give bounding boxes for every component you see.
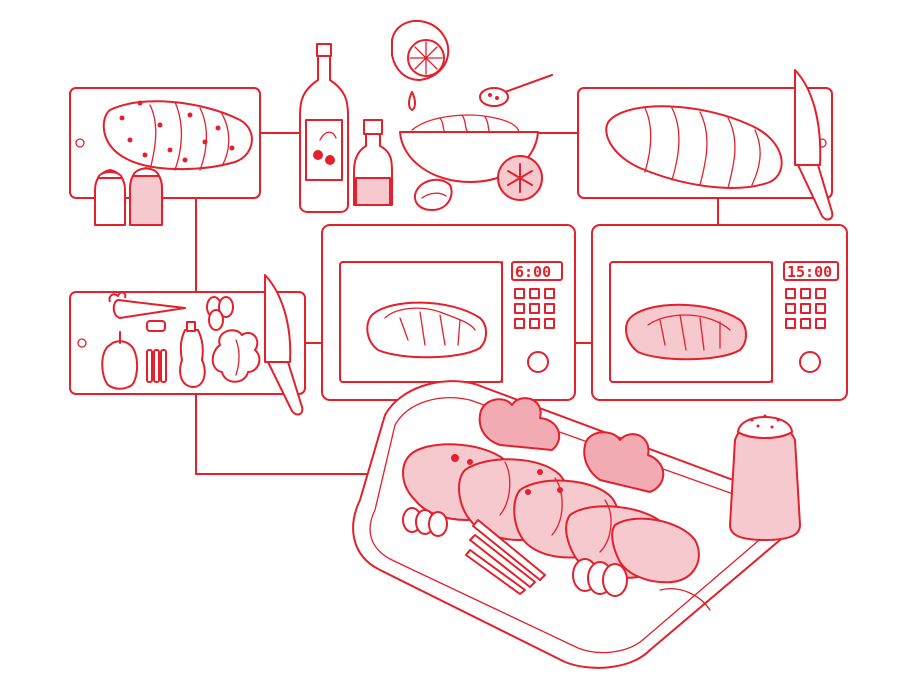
- serving-dish-icon: [352, 380, 786, 669]
- microwave-2: [591, 224, 848, 401]
- vinegar-bottle-icon: [353, 119, 393, 206]
- microwave-2-timer: 15:00: [787, 263, 832, 281]
- sliced-chicken-board-icon: [577, 87, 833, 199]
- microwave-1: [321, 224, 576, 401]
- salt-shaker-icon: [94, 169, 126, 226]
- squash-icon: [179, 321, 206, 388]
- spoon-icon: [479, 74, 553, 107]
- knife-icon-2: [264, 274, 304, 416]
- knife-icon: [794, 69, 834, 221]
- sliced-vegetables-icon: [146, 296, 234, 383]
- snowflake-icon: [497, 155, 543, 201]
- lemon-icon: [391, 20, 450, 111]
- lettuce-icon: [211, 329, 261, 383]
- olive-oil-bottle-icon: [299, 43, 349, 213]
- carrot-icon: [108, 291, 186, 319]
- pepper-shaker-icon-large: [729, 414, 801, 541]
- microwave-2-panel: [785, 288, 826, 329]
- pepper-shaker-icon: [129, 167, 163, 226]
- seasoned-chicken-board-icon: [69, 87, 261, 199]
- microwave-1-timer: 6:00: [515, 263, 551, 281]
- bell-pepper-icon: [101, 331, 138, 390]
- microwave-1-panel: [514, 288, 555, 329]
- garlic-clove-icon: [413, 178, 453, 211]
- connector-lines: [195, 132, 719, 475]
